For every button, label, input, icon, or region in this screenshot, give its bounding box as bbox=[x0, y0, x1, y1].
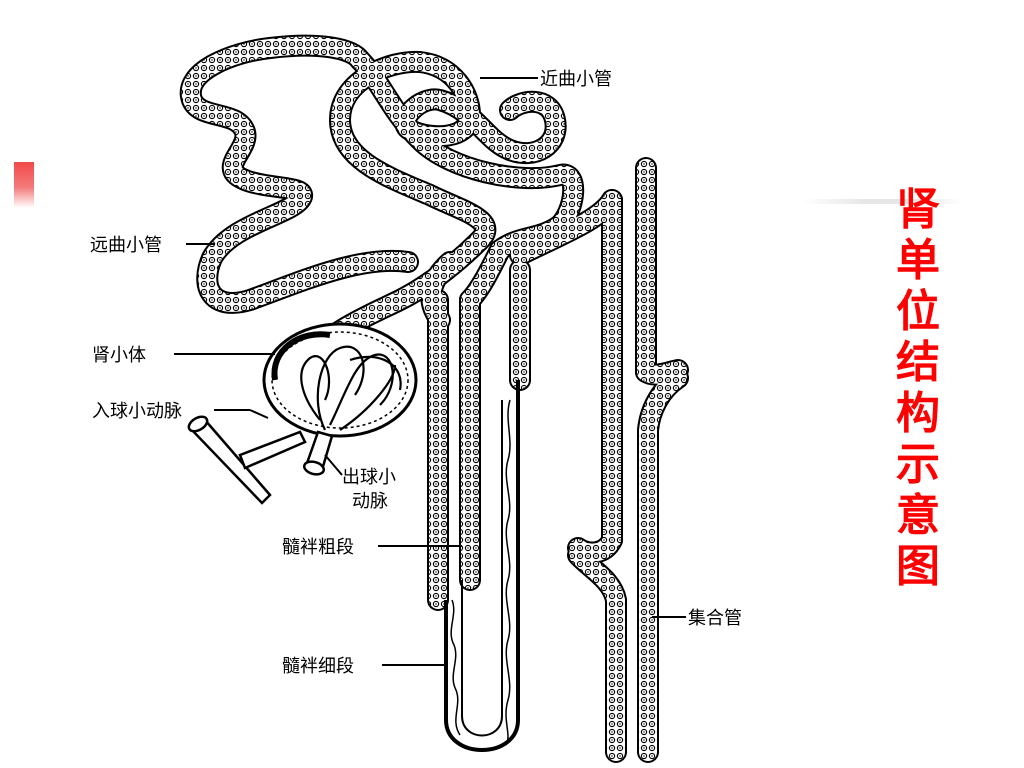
label-collecting-duct: 集合管 bbox=[688, 608, 742, 629]
vertical-title: 肾 单 位 结 构 示 意 图 bbox=[893, 184, 943, 592]
decorative-red-bar bbox=[14, 162, 34, 208]
title-char: 示 bbox=[896, 439, 940, 490]
title-char: 意 bbox=[896, 490, 940, 541]
label-efferent-line2: 动脉 bbox=[352, 491, 388, 512]
title-char: 结 bbox=[896, 337, 940, 388]
tubule-cells bbox=[181, 36, 687, 761]
decorative-divider bbox=[802, 199, 962, 204]
label-thin-segment: 髓袢细段 bbox=[282, 656, 354, 677]
label-leader-lines bbox=[174, 77, 686, 666]
label-proximal-tubule: 近曲小管 bbox=[540, 69, 612, 90]
title-char: 构 bbox=[896, 388, 940, 439]
label-renal-corpuscle: 肾小体 bbox=[92, 345, 146, 366]
thin-loop-segment bbox=[444, 380, 520, 752]
title-char: 肾 bbox=[896, 184, 940, 235]
title-char: 单 bbox=[896, 235, 940, 286]
label-efferent-line1: 出球小 bbox=[342, 467, 396, 488]
title-char: 位 bbox=[896, 286, 940, 337]
label-thick-segment: 髓袢粗段 bbox=[282, 537, 354, 558]
label-afferent-arteriole: 入球小动脉 bbox=[92, 401, 182, 422]
title-char: 图 bbox=[896, 541, 940, 592]
afferent-arteriole bbox=[187, 415, 307, 505]
efferent-arteriole bbox=[302, 430, 334, 476]
renal-corpuscle bbox=[262, 322, 418, 438]
label-distal-tubule: 远曲小管 bbox=[90, 235, 162, 256]
